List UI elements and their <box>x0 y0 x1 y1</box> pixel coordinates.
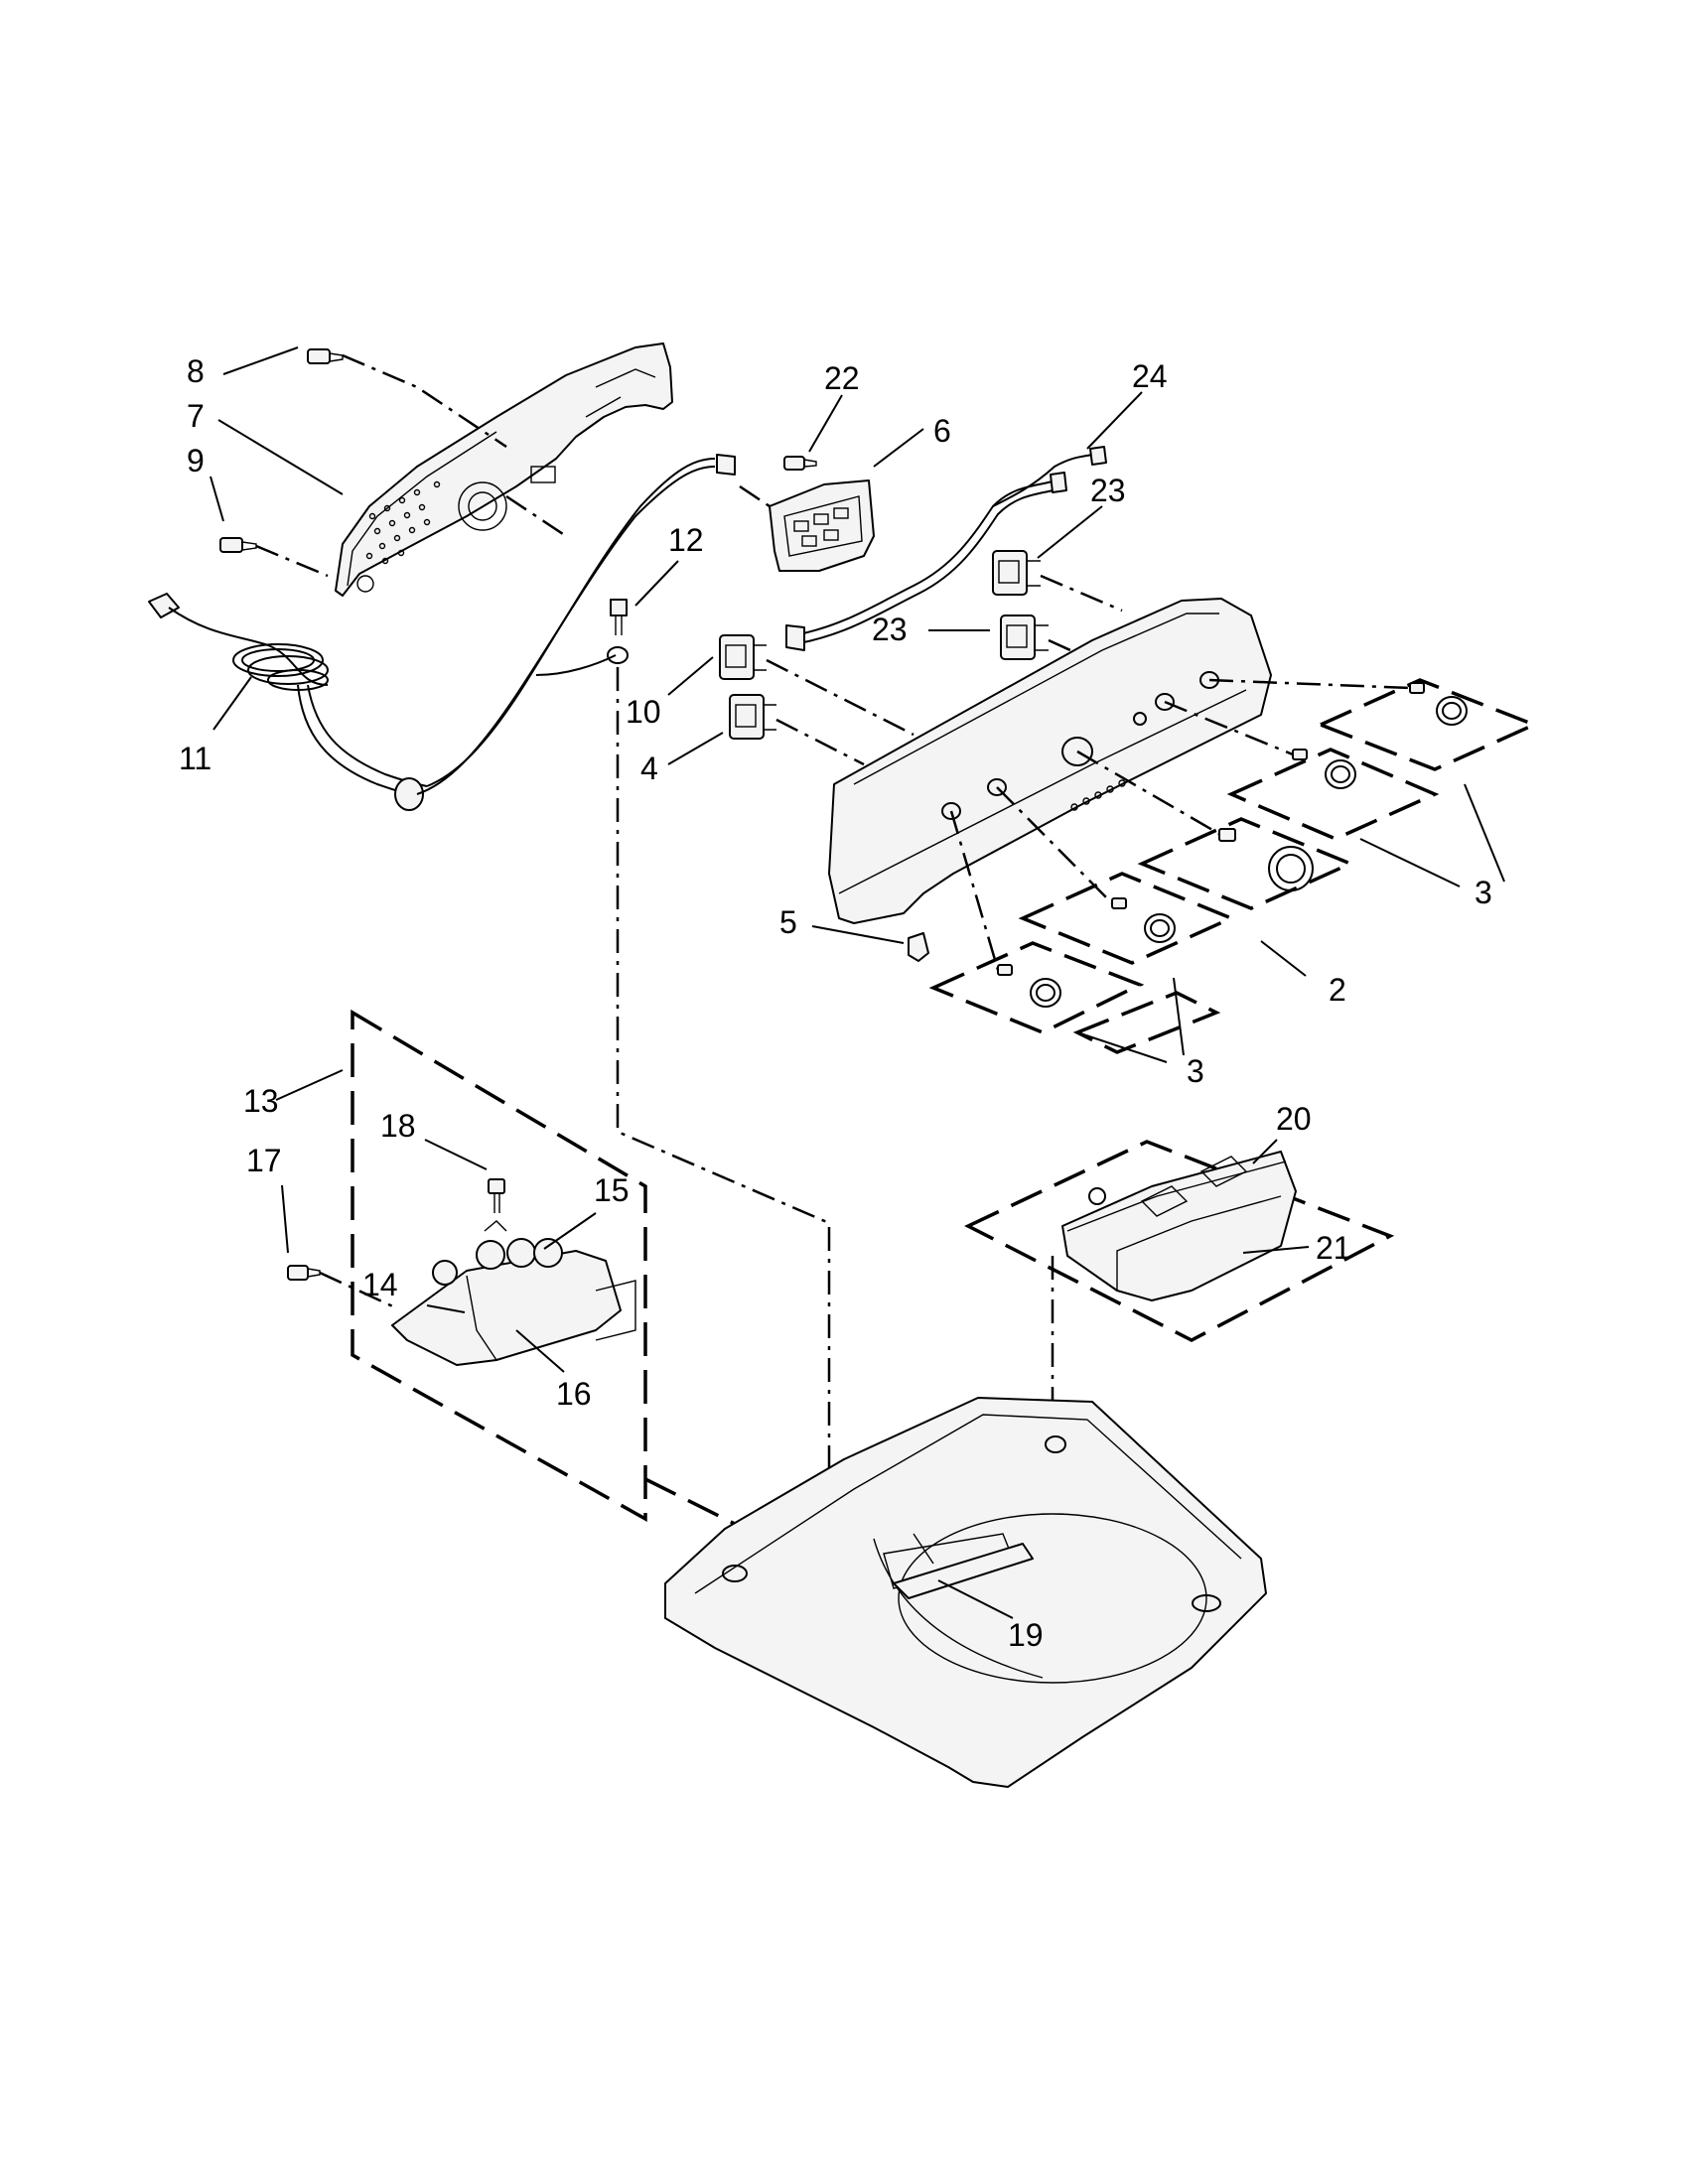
knob-box-2 <box>1018 872 1236 965</box>
screw-9 <box>219 537 257 553</box>
ground-screw-12 <box>607 599 629 664</box>
callout-16: 16 <box>556 1376 592 1412</box>
power-cord <box>148 454 736 811</box>
screw-17 <box>287 1265 321 1281</box>
callout-3-lower: 3 <box>1187 1053 1204 1089</box>
callout-9: 9 <box>187 443 205 478</box>
callout-22: 22 <box>824 360 860 396</box>
washer-top <box>664 1397 1267 1788</box>
console-front <box>828 598 1272 924</box>
callout-23-upper: 23 <box>1090 473 1126 508</box>
knob-box-5 <box>1316 678 1539 771</box>
screw-18 <box>488 1178 505 1213</box>
callout-14: 14 <box>362 1267 398 1302</box>
bracket-5 <box>908 932 929 962</box>
callout-20: 20 <box>1276 1101 1312 1137</box>
callout-12: 12 <box>668 522 704 558</box>
callout-3-right: 3 <box>1475 875 1492 910</box>
callout-5: 5 <box>779 904 797 940</box>
leader-lines <box>210 346 1505 1619</box>
callout-19: 19 <box>1008 1617 1044 1653</box>
water-valve <box>391 1220 636 1366</box>
switch-23-lower <box>1000 614 1049 660</box>
switch-10 <box>719 634 767 680</box>
knob-box-4 <box>1226 748 1440 841</box>
dispenser-box <box>964 1140 1395 1342</box>
callout-24: 24 <box>1132 358 1168 394</box>
wire-harness <box>785 446 1107 651</box>
knob-box-3 <box>1137 817 1355 910</box>
callout-15: 15 <box>594 1172 630 1208</box>
callout-18: 18 <box>380 1108 416 1144</box>
console-rear-panel <box>335 342 673 597</box>
valve-box <box>351 1009 647 1522</box>
callout-13: 13 <box>243 1083 279 1119</box>
callout-labels: 8 7 9 11 12 22 6 24 23 23 10 4 5 3 2 3 1… <box>179 353 1492 1653</box>
screw-22 <box>783 456 817 471</box>
switch-4 <box>729 694 776 740</box>
main-control-board <box>769 479 875 572</box>
callout-7: 7 <box>187 398 205 434</box>
knob-box-1 <box>928 941 1145 1034</box>
callout-17: 17 <box>246 1143 282 1178</box>
switch-23-upper <box>992 550 1041 596</box>
callout-2: 2 <box>1329 972 1346 1008</box>
dispenser <box>1061 1151 1297 1301</box>
callout-23-lower: 23 <box>872 612 908 647</box>
callout-8: 8 <box>187 353 205 389</box>
callout-6: 6 <box>933 413 951 449</box>
screw-8 <box>307 348 344 364</box>
callout-4: 4 <box>640 751 658 786</box>
shield-19 <box>893 1543 1034 1599</box>
callout-11: 11 <box>179 741 211 776</box>
callout-21: 21 <box>1316 1230 1351 1266</box>
callout-10: 10 <box>626 694 661 730</box>
